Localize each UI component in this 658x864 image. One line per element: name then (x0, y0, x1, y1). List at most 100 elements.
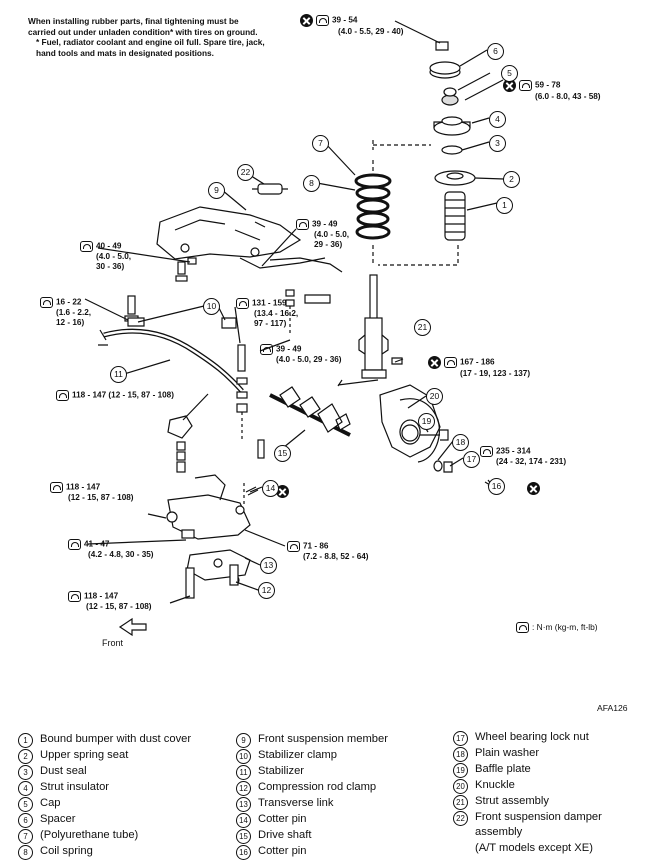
torque-wrench-icon (50, 482, 63, 493)
reference-code: AFA126 (597, 703, 628, 713)
note-main: When installing rubber parts, final tigh… (28, 16, 258, 37)
torque-wrench-icon (444, 357, 457, 368)
callout-number-18: 18 (452, 434, 469, 451)
torque-wrench-icon (40, 297, 53, 308)
stabilizer-part (98, 328, 244, 393)
bolts-left (124, 257, 197, 322)
strut-insulator-part (433, 116, 471, 136)
callout-number-1: 1 (496, 197, 513, 214)
callout-number-11: 11 (110, 366, 127, 383)
torque-wrench-icon (260, 344, 273, 355)
legend-item: 7(Polyurethane tube) (18, 828, 191, 844)
link-bolts-center (236, 344, 265, 459)
callout-number-7: 7 (312, 135, 329, 152)
torque-callout-10: 235 - 314 (24 - 32, 174 - 231) (480, 446, 566, 467)
compression-rod-area (269, 257, 343, 336)
callout-number-6: 6 (487, 43, 504, 60)
callout-number-19: 19 (418, 413, 435, 430)
callout-number-15: 15 (274, 445, 291, 462)
replace-icon (428, 356, 441, 369)
front-arrow-icon (118, 617, 147, 637)
callout-number-14: 14 (262, 480, 279, 497)
replace-icon-cotter-16 (527, 482, 541, 496)
torque-callout-2: 59 - 78 (6.0 - 8.0, 43 - 58) (503, 79, 601, 102)
torque-callout-11: 118 - 147 (12 - 15, 87 - 108) (50, 482, 134, 503)
strut-assembly-part (358, 274, 389, 379)
cotter-pin-14-part (245, 486, 259, 496)
torque-wrench-icon (236, 298, 249, 309)
torque-wrench-icon (80, 241, 93, 252)
bracket-bolt-small (181, 529, 195, 539)
compression-rod-clamp-part (185, 549, 251, 599)
torque-callout-3: 39 - 49 (4.0 - 5.0, 29 - 36) (296, 219, 349, 251)
strut-knuckle-bolts (337, 357, 403, 387)
callout-number-13: 13 (260, 557, 277, 574)
cap-part (441, 87, 459, 106)
torque-callout-1: 39 - 54 (4.0 - 5.5, 29 - 40) (300, 14, 404, 37)
transverse-link-part (166, 474, 251, 540)
torque-wrench-icon (516, 622, 529, 634)
torque-callout-4: 40 - 49 (4.0 - 5.0, 30 - 36) (80, 241, 131, 273)
upper-spring-seat-part (434, 170, 476, 186)
torque-wrench-icon (316, 15, 329, 26)
callout-number-22: 22 (237, 164, 254, 181)
spacer-part (429, 61, 461, 79)
callout-number-20: 20 (426, 388, 443, 405)
dust-seal-part (441, 145, 463, 155)
drive-shaft-part (269, 386, 351, 437)
callout-number-9: 9 (208, 182, 225, 199)
torque-wrench-icon (56, 390, 69, 401)
plain-washer-part (433, 460, 443, 472)
lock-nut-part (443, 461, 453, 473)
callout-number-8: 8 (303, 175, 320, 192)
replace-icon (300, 14, 313, 27)
callout-number-16: 16 (488, 478, 505, 495)
bracket-left-mid (167, 415, 193, 473)
torque-wrench-icon (68, 539, 81, 550)
torque-callout-7: 39 - 49 (4.0 - 5.0, 29 - 36) (260, 344, 342, 365)
callout-number-17: 17 (463, 451, 480, 468)
torque-callout-5: 16 - 22 (1.6 - 2.2, 12 - 16) (40, 297, 91, 329)
replace-icon (503, 79, 516, 92)
torque-wrench-icon (519, 80, 532, 91)
callout-number-2: 2 (503, 171, 520, 188)
callout-number-5: 5 (501, 65, 518, 82)
front-label: Front (102, 638, 124, 648)
torque-wrench-icon (287, 541, 300, 552)
strut-top-nut (435, 41, 449, 51)
callout-number-21: 21 (414, 319, 431, 336)
note-star: * Fuel, radiator coolant and engine oil … (36, 37, 265, 58)
stabilizer-clamp-part (127, 317, 237, 329)
torque-callout-12: 41 - 47 (4.2 - 4.8, 30 - 35) (68, 539, 154, 560)
callout-number-4: 4 (489, 111, 506, 128)
torque-callout-9: 118 - 147 (12 - 15, 87 - 108) (56, 390, 174, 401)
bound-bumper-part (444, 191, 466, 241)
coil-spring-part (354, 173, 392, 240)
callout-number-10: 10 (203, 298, 220, 315)
callout-number-12: 12 (258, 582, 275, 599)
torque-wrench-icon (296, 219, 309, 230)
damper-assembly-part (252, 183, 288, 195)
